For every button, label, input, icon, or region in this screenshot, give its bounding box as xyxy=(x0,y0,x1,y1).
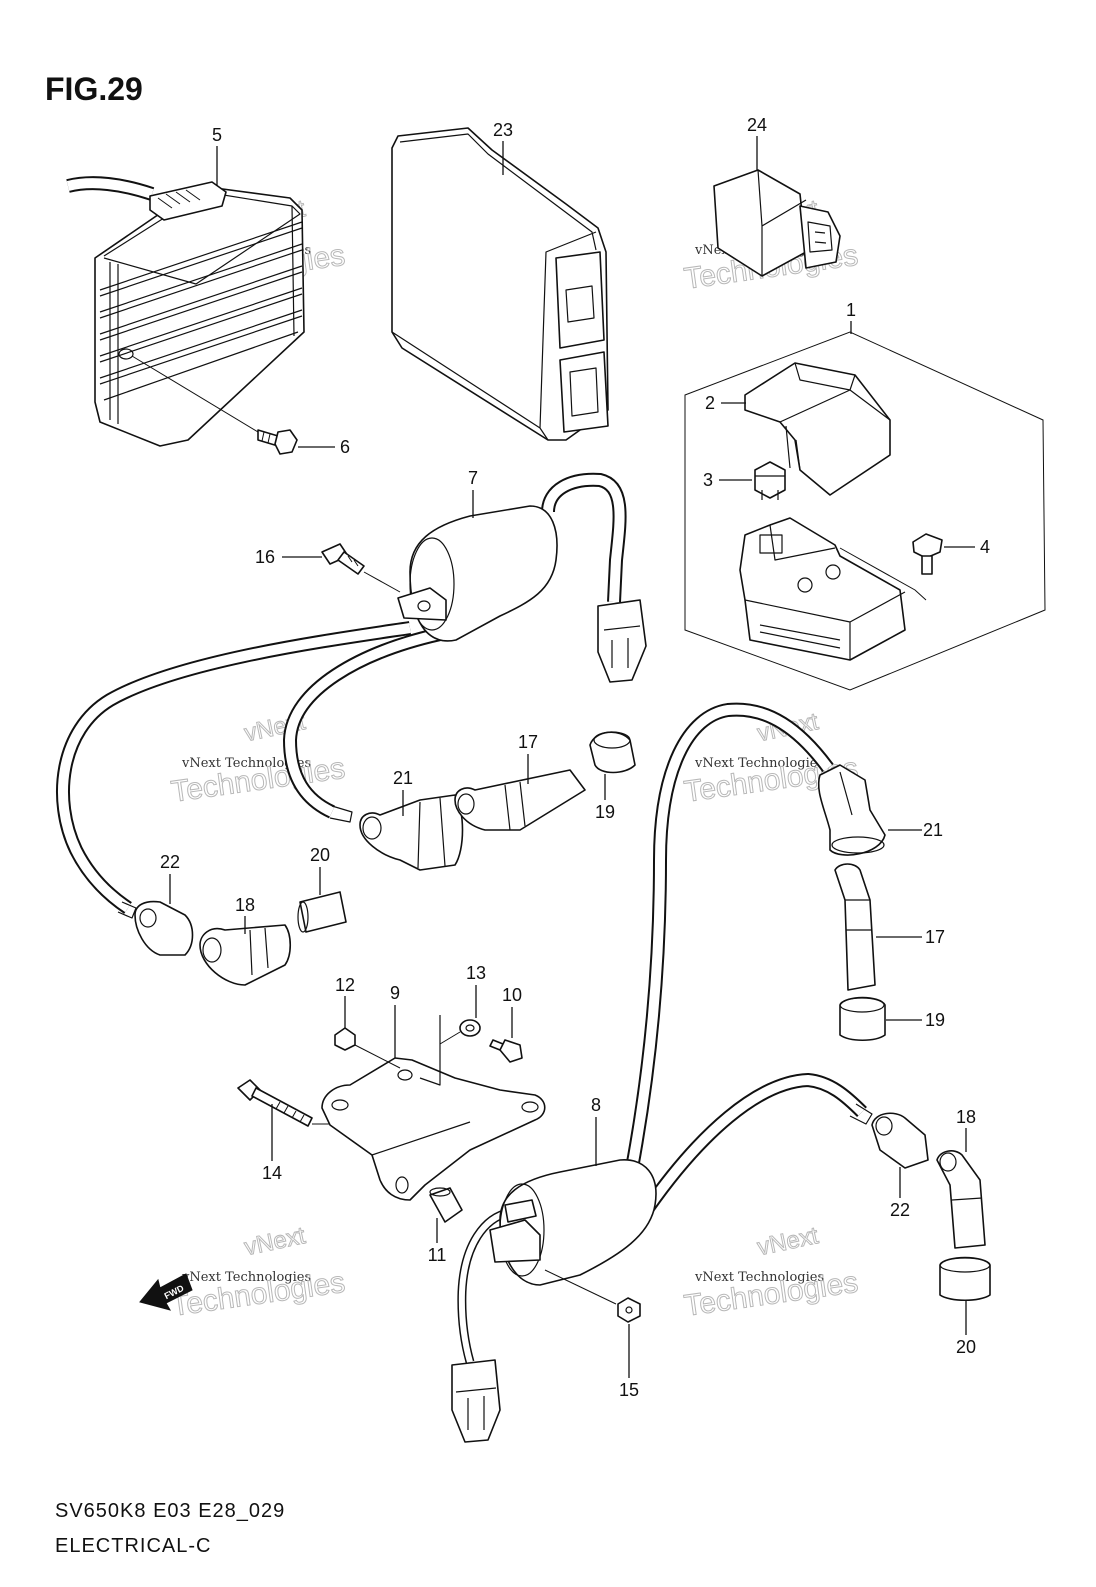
section-name: ELECTRICAL-C xyxy=(55,1535,211,1557)
callout-label: 22 xyxy=(890,1200,910,1220)
coil-bracket xyxy=(321,1015,546,1201)
starter-relay xyxy=(739,517,906,661)
callout-label: 19 xyxy=(925,1010,945,1030)
ignition-coil-rear xyxy=(451,1159,657,1443)
regulator-rectifier xyxy=(94,181,305,447)
callout-label: 15 xyxy=(619,1380,639,1400)
bolt-14 xyxy=(237,1079,330,1127)
cables xyxy=(63,183,873,1362)
coil-bolt xyxy=(321,543,401,593)
callout-label: 2 xyxy=(705,393,715,413)
regulator-cable xyxy=(68,183,152,194)
lead-end-rod xyxy=(117,901,137,919)
plug-cap-22-right xyxy=(871,1112,929,1169)
lead-end-rod xyxy=(849,1103,873,1125)
plug-cap-22-left xyxy=(134,900,194,956)
lead-end-rod xyxy=(329,805,353,823)
starter-relay-assembly xyxy=(684,331,1046,691)
bolt-10 xyxy=(489,1039,523,1063)
callout-label: 18 xyxy=(235,895,255,915)
callout-label: 3 xyxy=(703,470,713,490)
callout-label: 16 xyxy=(255,547,275,567)
coil-connector xyxy=(451,1359,501,1443)
watermark-line: vNext Technologies xyxy=(181,756,311,771)
regulator-bolt xyxy=(131,355,298,455)
callout-label: 22 xyxy=(160,852,180,872)
leader-lines xyxy=(169,136,975,1378)
callout-label: 23 xyxy=(493,120,513,140)
coil-7-primary-wire xyxy=(548,480,620,602)
callout-label: 14 xyxy=(262,1163,282,1183)
seal-ring-20-right xyxy=(939,1256,991,1302)
seal-ring-20-left xyxy=(297,891,347,933)
callout-label: 24 xyxy=(747,115,767,135)
starter-relay-cover xyxy=(744,362,891,496)
watermark-line: vNext Technologies xyxy=(694,756,824,771)
callout-label: 8 xyxy=(591,1095,601,1115)
callout-label: 21 xyxy=(393,768,413,788)
seal-ring-19-left xyxy=(589,731,636,774)
watermark: vNext vNext Technologies Technologies xyxy=(169,708,348,810)
nut-12 xyxy=(334,1027,401,1069)
callout-label: 12 xyxy=(335,975,355,995)
watermark-brand: vNext xyxy=(755,1222,821,1261)
starter-relay-bolt xyxy=(839,533,943,601)
coil-8-lead-rear xyxy=(648,1080,862,1208)
figure-title: FIG.29 xyxy=(45,71,143,107)
collar-11 xyxy=(429,1187,463,1223)
watermark: vNext vNext Technologies Technologies xyxy=(169,1222,348,1324)
plug-boot-18-right xyxy=(936,1150,986,1249)
callout-label: 4 xyxy=(980,537,990,557)
watermark-line: vNext Technologies xyxy=(181,1270,311,1285)
watermark-brand: vNext xyxy=(242,1222,308,1261)
callout-label: 10 xyxy=(502,985,522,1005)
callout-label: 7 xyxy=(468,468,478,488)
watermark-line: vNext Technologies xyxy=(694,1270,824,1285)
nut-15 xyxy=(544,1269,641,1323)
plug-boot-17-left xyxy=(454,769,586,831)
callout-label: 6 xyxy=(340,437,350,457)
ignition-coil-front xyxy=(397,505,647,683)
callout-label: 20 xyxy=(956,1337,976,1357)
callout-label: 18 xyxy=(956,1107,976,1127)
callout-label: 21 xyxy=(923,820,943,840)
callout-label: 17 xyxy=(925,927,945,947)
watermark: vNext vNext Technologies Technologies xyxy=(682,1222,861,1324)
plug-boot-18-left xyxy=(199,924,292,986)
callout-label: 11 xyxy=(428,1245,447,1265)
diagram-code: SV650K8 E03 E28_029 xyxy=(55,1500,285,1522)
ecu xyxy=(391,127,609,441)
callout-label: 20 xyxy=(310,845,330,865)
coil-connector xyxy=(597,599,647,683)
elbow-cap-21-right xyxy=(817,764,886,856)
elbow-cap-21-left xyxy=(359,794,464,871)
seal-ring-19-right xyxy=(839,996,886,1042)
callout-label: 1 xyxy=(846,300,856,320)
relay xyxy=(713,169,841,277)
callout-label: 19 xyxy=(595,802,615,822)
callout-label: 17 xyxy=(518,732,538,752)
plug-boot-17-right xyxy=(834,863,876,991)
callout-label: 9 xyxy=(390,983,400,1003)
fuse xyxy=(754,461,786,500)
washer-13 xyxy=(439,1019,481,1045)
forward-arrow: FWD xyxy=(139,1273,193,1311)
callout-label: 13 xyxy=(466,963,486,983)
callout-label: 5 xyxy=(212,125,222,145)
callouts: 5 23 24 1 2 3 4 6 7 16 17 21 19 22 20 18… xyxy=(160,115,990,1400)
